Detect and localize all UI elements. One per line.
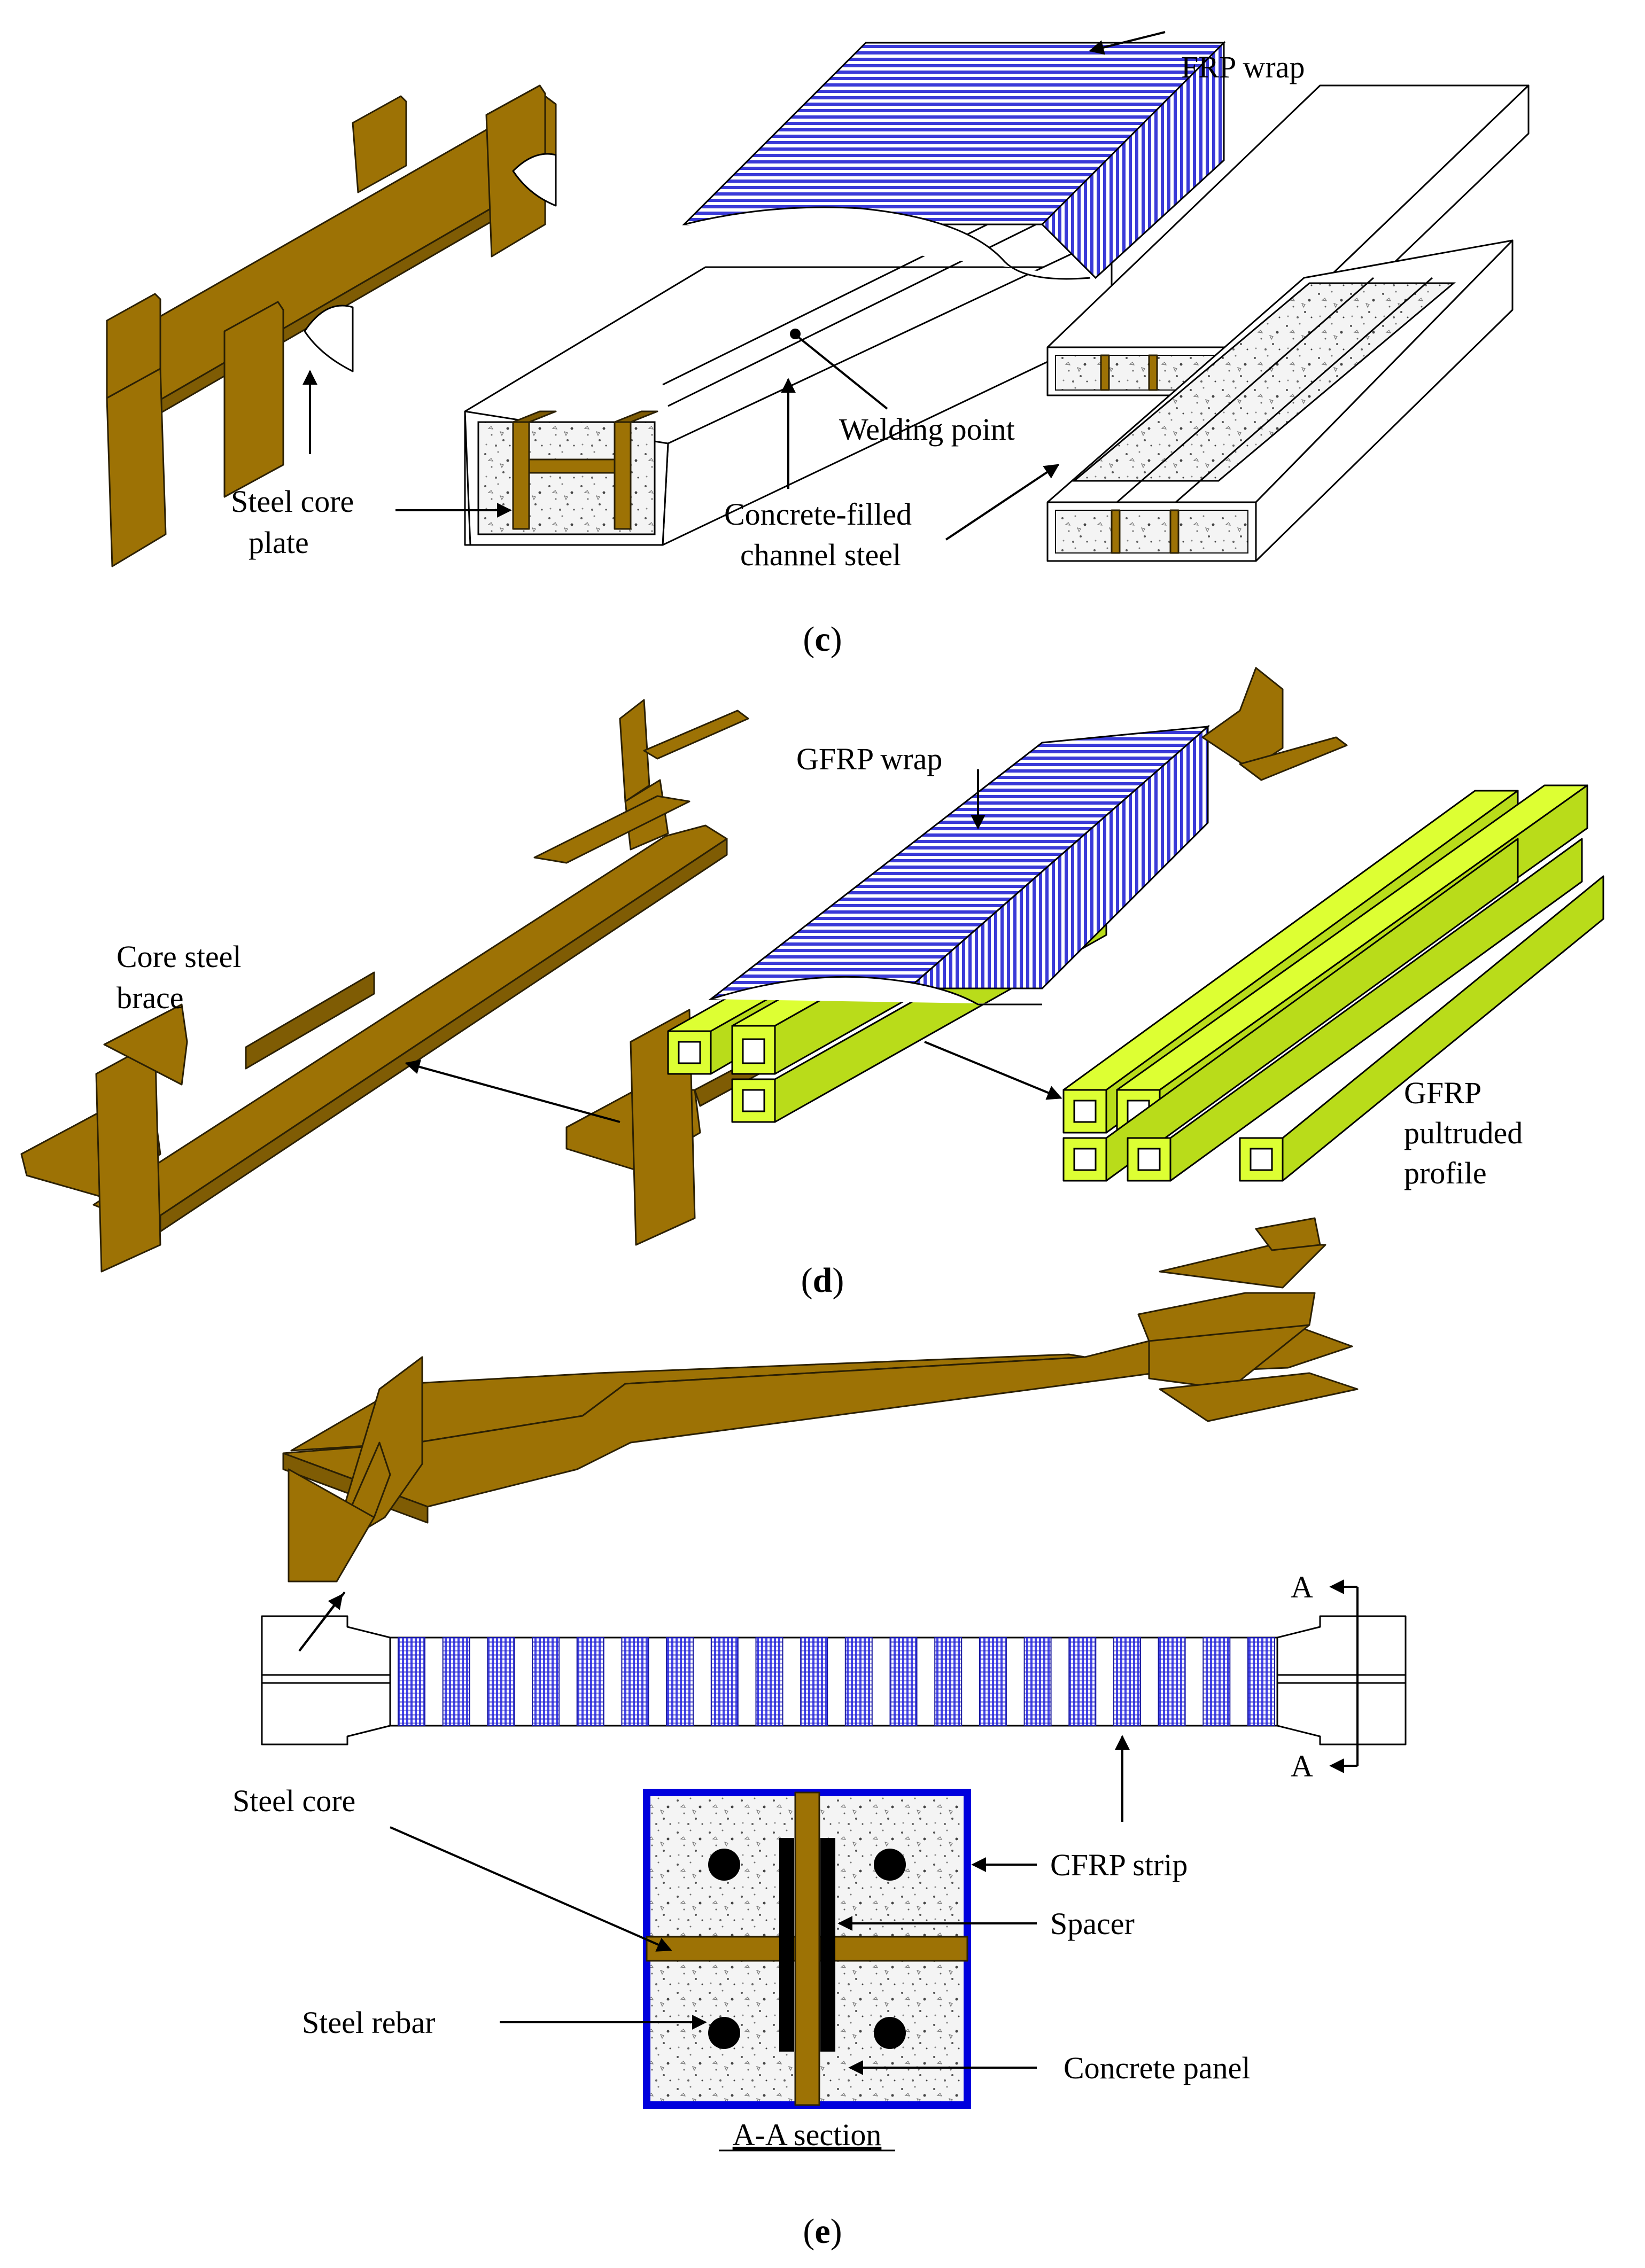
cfrp-strip bbox=[1158, 1637, 1186, 1726]
cfrp-strip bbox=[800, 1637, 828, 1726]
cfrp-strip bbox=[1023, 1637, 1052, 1726]
cfrp-strip bbox=[1202, 1637, 1231, 1726]
gfrp-assembly-shape bbox=[565, 667, 1348, 1246]
panel-e: A A Steel core CFRP strip Spacer Steel r… bbox=[232, 1217, 1407, 2251]
label-steel-core-plate-line1: Steel core bbox=[231, 484, 354, 519]
caption-d: (d) bbox=[801, 1261, 844, 1300]
label-gfrp-profile-line2: pultruded bbox=[1404, 1116, 1523, 1150]
label-aa-section: A-A section bbox=[733, 2117, 882, 2152]
steel-core-arrow bbox=[390, 1826, 672, 1952]
brace-elevation bbox=[261, 1615, 1407, 1745]
caption-c: (c) bbox=[803, 620, 842, 659]
caption-e: (e) bbox=[803, 2212, 842, 2251]
channel-steel-arrow-2 bbox=[945, 464, 1060, 541]
label-spacer: Spacer bbox=[1050, 1906, 1135, 1941]
cfrp-strip bbox=[621, 1637, 649, 1726]
cfrp-strip bbox=[710, 1637, 739, 1726]
panel-c: FRP wrap Steel core plate Welding point … bbox=[106, 31, 1530, 659]
frp-wrap-shape bbox=[682, 41, 1226, 280]
cfrp-strip bbox=[755, 1637, 783, 1726]
core-steel-brace-shape bbox=[20, 699, 749, 1273]
label-steel-core-plate-line2: plate bbox=[249, 525, 309, 560]
cfrp-strip bbox=[934, 1637, 963, 1726]
label-concrete-filled-line2: channel steel bbox=[740, 537, 901, 572]
welding-point-arrow bbox=[798, 337, 888, 410]
label-gfrp-profile-line3: profile bbox=[1404, 1156, 1487, 1190]
cfrp-strip bbox=[889, 1637, 918, 1726]
label-concrete-panel: Concrete panel bbox=[1064, 2051, 1250, 2085]
welding-point-dot bbox=[790, 329, 801, 339]
cfrp-strips bbox=[398, 1637, 1275, 1726]
cfrp-strip bbox=[666, 1637, 694, 1726]
label-steel-rebar: Steel rebar bbox=[302, 2005, 436, 2040]
steel-core-plate-shape bbox=[106, 84, 557, 567]
cfrp-strip bbox=[532, 1637, 560, 1726]
label-frp-wrap: FRP wrap bbox=[1181, 50, 1305, 84]
label-gfrp-profile-line1: GFRP bbox=[1404, 1075, 1481, 1110]
label-welding-point: Welding point bbox=[839, 412, 1015, 447]
steel-core-3d-shape bbox=[282, 1217, 1359, 1583]
aa-section-shape bbox=[643, 1789, 971, 2109]
core-steel-brace-arrow bbox=[405, 1059, 620, 1123]
cfrp-strip bbox=[576, 1637, 604, 1726]
panel-d: GFRP wrap Core steel brace GFRP pultrude… bbox=[20, 667, 1604, 1300]
label-section-a-top: A bbox=[1291, 1570, 1313, 1604]
label-core-steel-line1: Core steel bbox=[117, 939, 242, 974]
gfrp-profile-bundle-shape bbox=[1062, 784, 1604, 1182]
exploded-channel-shape bbox=[1046, 84, 1530, 562]
cfrp-strip bbox=[398, 1637, 425, 1726]
cfrp-strip bbox=[1247, 1637, 1275, 1726]
label-steel-core: Steel core bbox=[232, 1783, 355, 1818]
gfrp-profile-arrow bbox=[924, 1041, 1062, 1100]
cfrp-strip bbox=[844, 1637, 873, 1726]
cfrp-strip bbox=[979, 1637, 1007, 1726]
label-section-a-bottom: A bbox=[1291, 1749, 1313, 1783]
label-cfrp-strip: CFRP strip bbox=[1050, 1848, 1188, 1882]
label-core-steel-line2: brace bbox=[117, 980, 184, 1015]
section-mark: A A bbox=[1291, 1570, 1359, 1783]
cfrp-strip bbox=[1113, 1637, 1141, 1726]
channel-steel-shape bbox=[464, 175, 1113, 546]
frp-wrap-arrow bbox=[1089, 31, 1166, 55]
cfrp-strip bbox=[487, 1637, 515, 1726]
label-gfrp-wrap: GFRP wrap bbox=[796, 742, 942, 776]
cfrp-strip bbox=[1068, 1637, 1097, 1726]
label-concrete-filled-line1: Concrete-filled bbox=[724, 497, 912, 532]
steel-core-arrow-up-head bbox=[298, 1593, 343, 1652]
cfrp-strip bbox=[442, 1637, 470, 1726]
